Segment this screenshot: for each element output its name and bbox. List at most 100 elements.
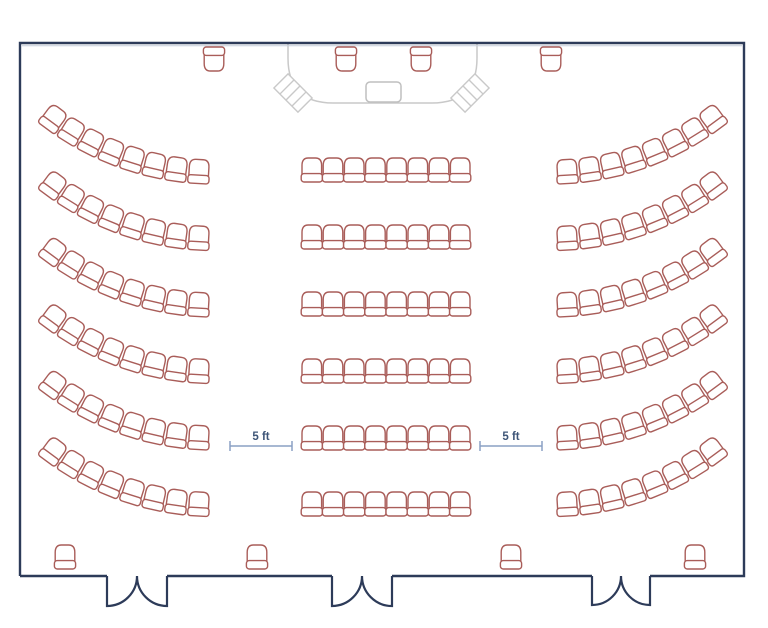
seat — [555, 224, 580, 252]
audience-seating — [36, 101, 730, 518]
seat — [499, 544, 523, 570]
dimension-label: 5 ft — [479, 431, 543, 451]
seat — [186, 224, 211, 252]
seat — [342, 358, 366, 384]
seat — [597, 349, 626, 380]
seat — [555, 357, 580, 385]
seat — [555, 291, 580, 318]
seat — [163, 288, 190, 317]
seat — [140, 150, 169, 180]
seat — [385, 491, 408, 517]
seat — [597, 416, 626, 446]
seat — [163, 487, 190, 516]
seat — [406, 157, 430, 183]
seat — [342, 291, 366, 317]
seat — [342, 157, 366, 183]
seat — [576, 288, 603, 317]
seat — [406, 358, 430, 384]
seat — [186, 424, 211, 451]
seat — [342, 491, 366, 517]
seat — [364, 157, 387, 183]
center-row — [300, 491, 472, 517]
right-curved-row — [555, 101, 730, 185]
seat — [364, 425, 387, 451]
seat — [448, 157, 472, 183]
seat — [364, 491, 387, 517]
seat — [683, 544, 707, 570]
seat — [427, 425, 451, 451]
seat — [597, 482, 626, 513]
seat — [186, 490, 211, 518]
seat — [555, 424, 580, 451]
seat — [427, 358, 451, 384]
dimension-text: 5 ft — [252, 431, 269, 443]
podium — [365, 81, 402, 103]
double-door — [105, 575, 169, 608]
seat — [364, 358, 387, 384]
seat — [448, 425, 472, 451]
left-curved-row — [36, 101, 211, 185]
seat — [300, 291, 324, 317]
seat — [448, 358, 472, 384]
seat — [321, 425, 345, 451]
seat — [342, 425, 366, 451]
seat — [321, 157, 345, 183]
seat — [427, 491, 451, 517]
seat — [385, 291, 408, 317]
stage — [272, 42, 491, 114]
seat — [186, 357, 211, 385]
seat — [406, 425, 430, 451]
center-row — [300, 157, 472, 183]
seat — [321, 491, 345, 517]
seat — [140, 416, 169, 446]
seat — [300, 491, 324, 517]
seat — [427, 157, 451, 183]
seat — [334, 46, 358, 72]
seat — [555, 490, 580, 518]
seat — [597, 150, 626, 180]
seat — [163, 354, 190, 383]
seat — [140, 283, 169, 313]
seat — [406, 491, 430, 517]
seat — [539, 46, 563, 72]
seat — [385, 425, 408, 451]
seat — [448, 491, 472, 517]
seat — [321, 358, 345, 384]
seat — [427, 224, 451, 250]
seat — [448, 291, 472, 317]
seat — [427, 291, 451, 317]
seat — [245, 544, 269, 570]
dimension-label: 5 ft — [229, 431, 293, 451]
seat — [576, 487, 603, 516]
seat — [406, 224, 430, 250]
seat — [300, 224, 324, 250]
seat — [163, 221, 190, 250]
seat — [163, 421, 190, 450]
seat — [140, 482, 169, 513]
seat — [186, 158, 211, 185]
seat — [406, 291, 430, 317]
seat — [321, 224, 345, 250]
seat — [300, 157, 324, 183]
stage-steps — [272, 72, 314, 114]
seat — [597, 283, 626, 313]
seat — [576, 221, 603, 250]
seat — [163, 155, 190, 184]
seat — [300, 425, 324, 451]
dimension-text: 5 ft — [502, 431, 519, 443]
seat — [385, 224, 408, 250]
seat — [53, 544, 77, 570]
seat — [342, 224, 366, 250]
seat — [576, 155, 603, 184]
seat — [385, 358, 408, 384]
seat — [576, 354, 603, 383]
center-row — [300, 358, 472, 384]
stage-steps — [449, 72, 491, 114]
center-row — [300, 224, 472, 250]
seat — [448, 224, 472, 250]
seat — [364, 224, 387, 250]
seat — [385, 157, 408, 183]
dimension-labels: 5 ft 5 ft — [229, 431, 543, 451]
